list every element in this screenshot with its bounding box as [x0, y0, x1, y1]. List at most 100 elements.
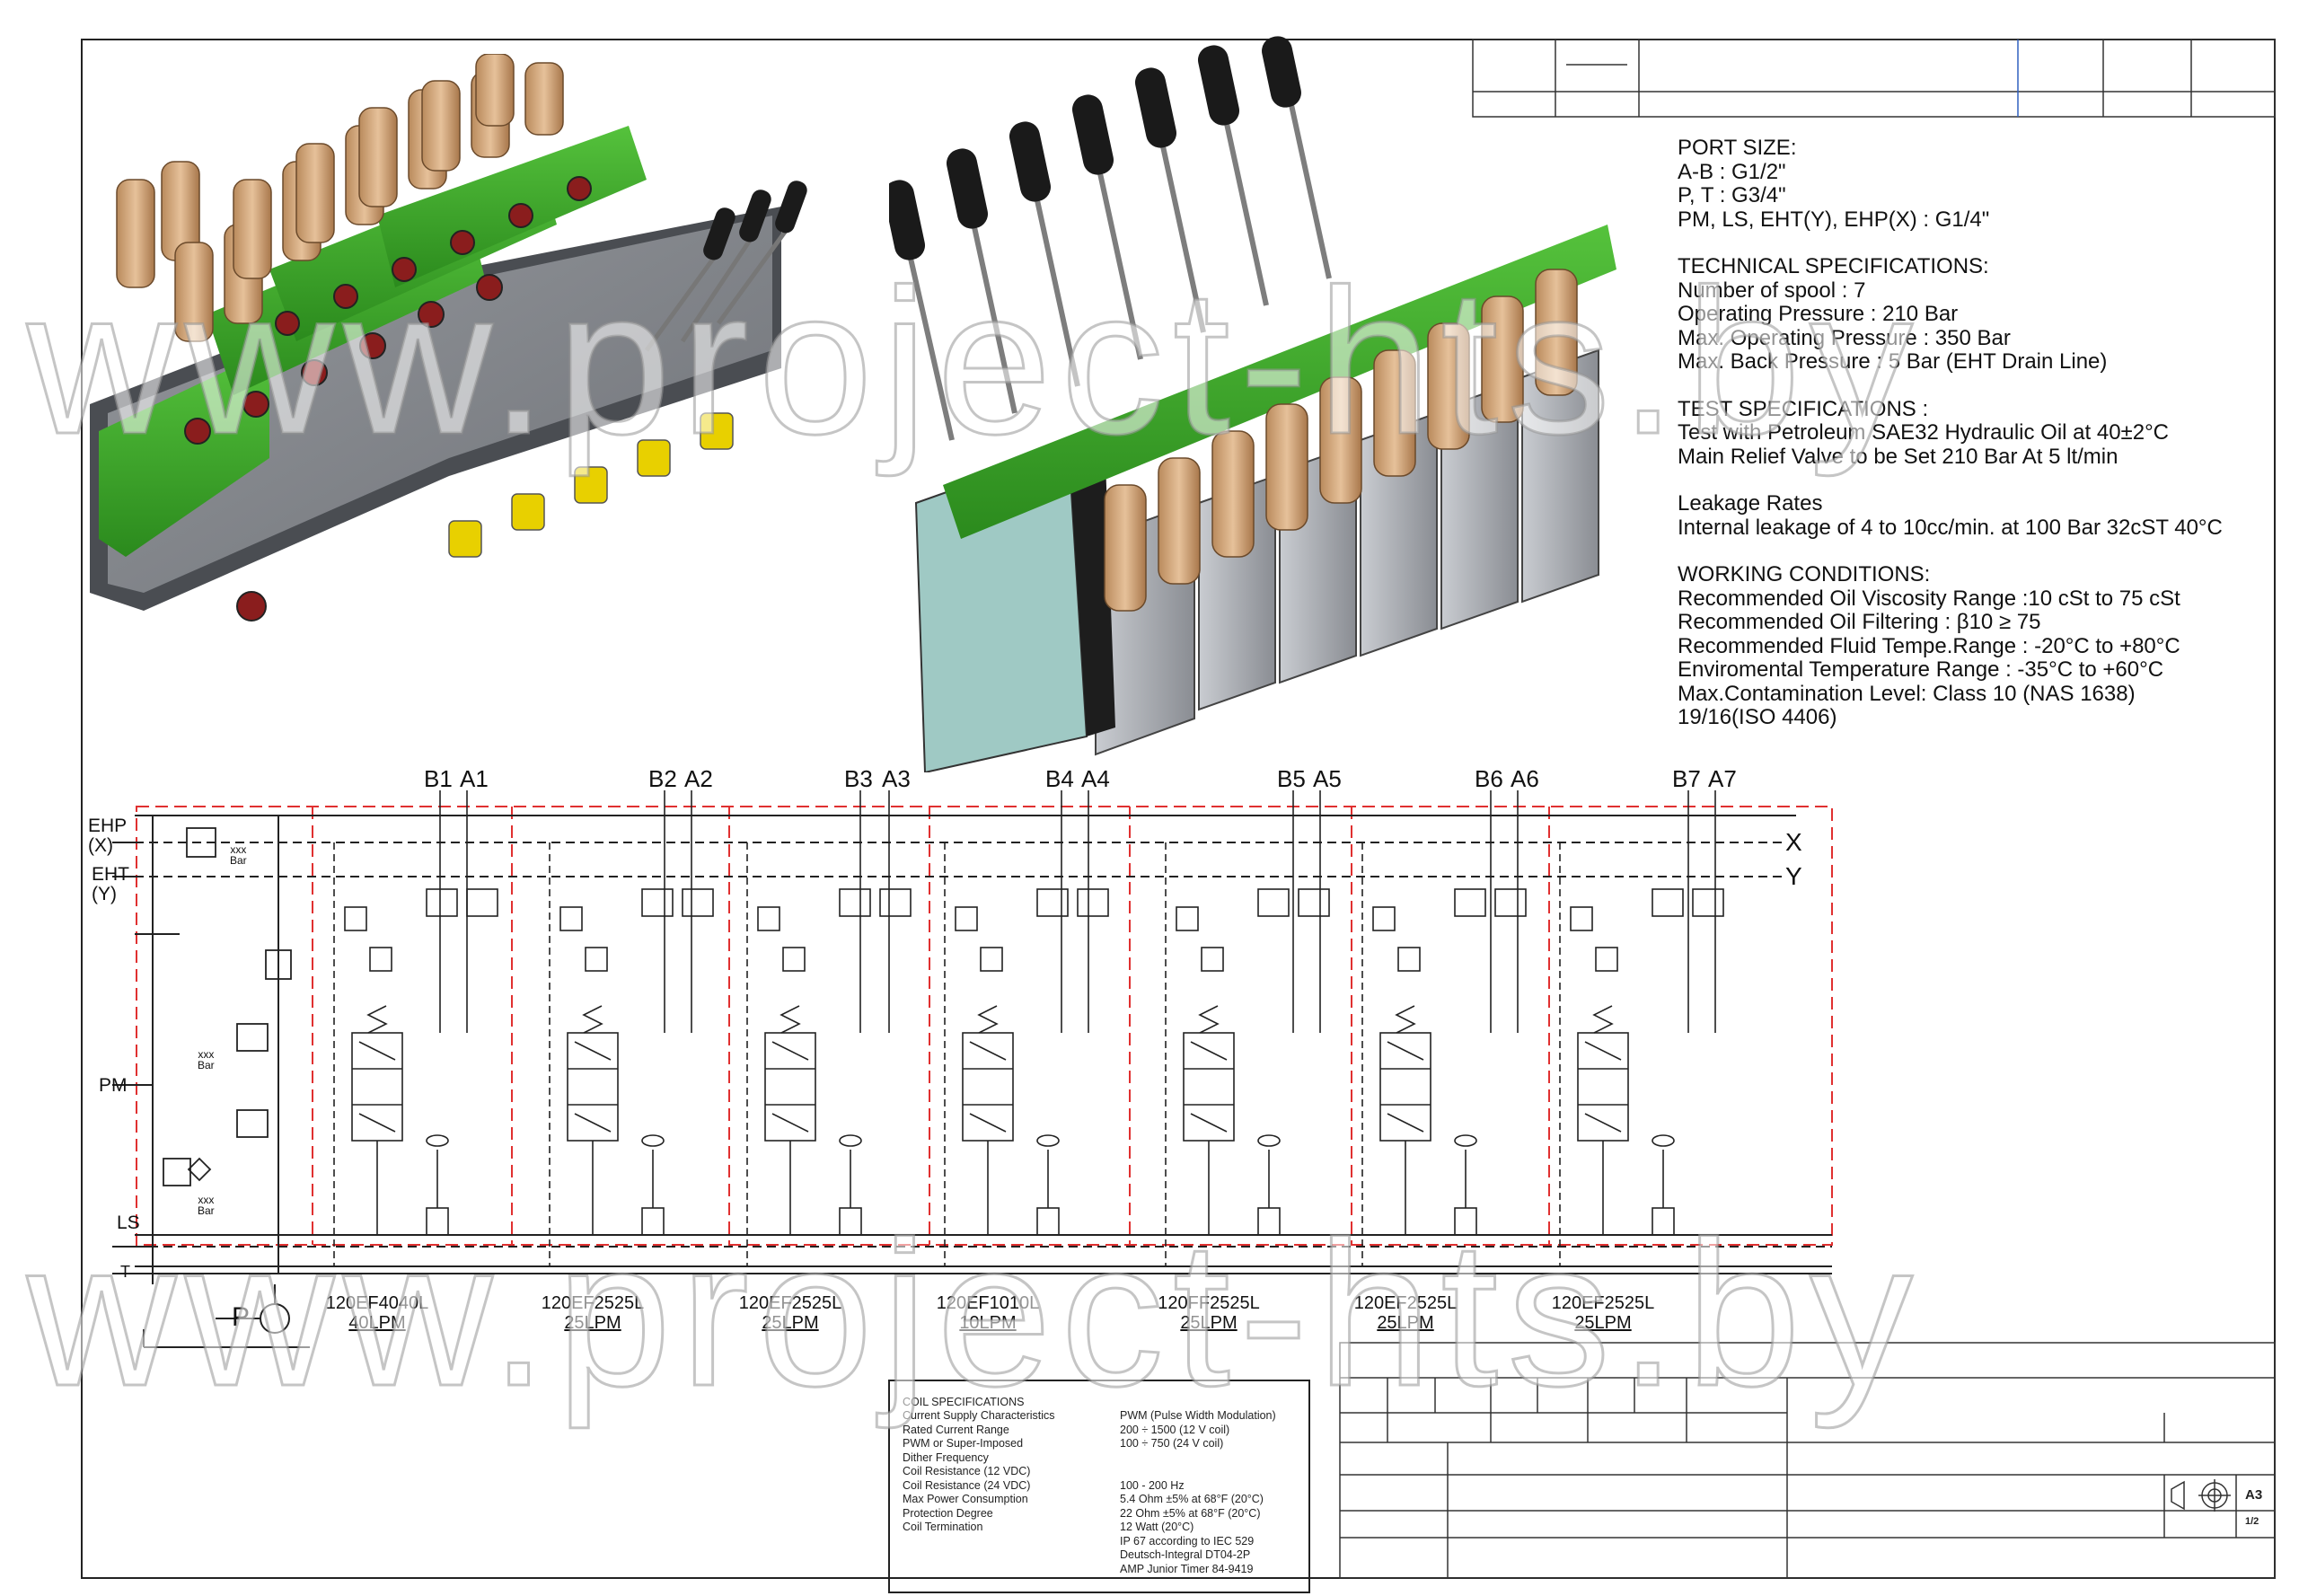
working-line: Max.Contamination Level: Class 10 (NAS 1…	[1678, 681, 2136, 706]
shuttle	[1652, 1134, 1675, 1147]
section-flow-label: 25LPM	[564, 1313, 621, 1333]
valve-sections-layer	[333, 790, 1724, 1266]
working-line: Recommended Oil Filtering : β10 ≥ 75	[1678, 610, 2041, 634]
port-relief-valve	[426, 888, 458, 917]
flow-arrow	[1387, 1113, 1424, 1133]
spool-body	[567, 1032, 619, 1142]
coil-label: Coil Resistance (24 VDC)	[903, 1478, 1031, 1492]
coil-label: PWM or Super-Imposed	[903, 1437, 1024, 1450]
port-relief-valve	[839, 888, 871, 917]
coil-value: 100 ÷ 750 (24 V coil)	[1120, 1437, 1224, 1450]
eht-y-text: (Y)	[92, 884, 117, 904]
coil-label: Max Power Consumption	[903, 1493, 1028, 1505]
pilot-valve	[980, 947, 1003, 972]
valve-section	[549, 790, 714, 1266]
coil-label: Dither Frequency	[903, 1451, 989, 1464]
port-size-line: P, T : G3/4"	[1678, 183, 1786, 207]
pilot-valve	[369, 947, 392, 972]
bottom-title-block-grid	[1339, 1342, 2276, 1579]
technical-line: Number of spool : 7	[1678, 278, 1866, 303]
pilot-valve	[1397, 947, 1421, 972]
test-line: Main Relief Valve to be Set 210 Bar At 5…	[1678, 444, 2118, 469]
leakage-line: Internal leakage of 4 to 10cc/min. at 10…	[1678, 515, 2223, 540]
port-size-heading: PORT SIZE:	[1678, 136, 1797, 160]
pilot-valve	[955, 906, 978, 931]
pm-port-label: PM	[99, 1075, 128, 1096]
compensator	[1454, 1207, 1477, 1236]
rear-levers	[904, 71, 1332, 441]
coil-label: Rated Current Range	[903, 1423, 1009, 1436]
coil-value: PWM (Pulse Width Modulation)	[1120, 1409, 1276, 1422]
pilot-valve	[1570, 906, 1593, 931]
spring	[366, 1005, 388, 1034]
coil-labels: Current Supply Characteristics Rated Cur…	[903, 1409, 1055, 1535]
working-line: 19/16(ISO 4406)	[1678, 705, 1837, 729]
spring	[1592, 1005, 1614, 1034]
coil-label: Protection Degree	[903, 1506, 993, 1520]
coil-value	[1120, 1465, 1276, 1479]
technical-line: Operating Pressure : 210 Bar	[1678, 302, 1959, 326]
section-code-label: 120FF2525L	[1158, 1293, 1260, 1313]
pilot-valve	[1595, 947, 1618, 972]
specifications-block: PORT SIZE: A-B : G1/2" P, T : G3/4" PM, …	[1678, 136, 2288, 730]
spool-body	[1183, 1032, 1235, 1142]
pilot-valve	[757, 906, 780, 931]
coil-value: Deutsch-Integral DT04-2P	[1120, 1548, 1251, 1561]
flow-arrow	[771, 1113, 809, 1133]
sheet-number-label: 1/2	[2245, 1516, 2259, 1527]
flow-arrow	[358, 1113, 396, 1133]
valve-section	[1361, 790, 1527, 1266]
flow-arrow	[969, 1041, 1007, 1061]
port-a-label: A4	[1081, 765, 1110, 792]
coil-value: 5.4 Ohm ±5% at 68°F (20°C)	[1120, 1493, 1264, 1505]
flow-arrow	[1387, 1041, 1424, 1061]
technical-heading: TECHNICAL SPECIFICATIONS:	[1678, 254, 1989, 278]
rear-lever-handles	[889, 36, 1301, 260]
valve-section	[1165, 790, 1330, 1266]
port-relief-valve	[1692, 888, 1724, 917]
port-relief-valve	[1077, 888, 1109, 917]
main-galleries	[112, 815, 1832, 1348]
flow-arrow	[1190, 1113, 1228, 1133]
inlet-relief-valves	[163, 827, 292, 1186]
port-relief-valve	[1036, 888, 1069, 917]
section-code-label: 120EF2525L	[541, 1293, 645, 1313]
working-heading: WORKING CONDITIONS:	[1678, 562, 1931, 586]
xxx-text: xxx	[230, 843, 247, 856]
levers	[644, 223, 793, 352]
compensator	[839, 1207, 862, 1236]
flow-arrow	[1190, 1041, 1228, 1061]
valve-section	[1559, 790, 1724, 1266]
coil-title: COIL SPECIFICATIONS	[903, 1396, 1025, 1408]
bar-text: Bar	[230, 854, 247, 867]
x-port-label: X	[1785, 828, 1802, 856]
xxx-text: xxx	[198, 1048, 215, 1061]
projection-symbol	[2171, 1479, 2231, 1512]
p-port-label: P	[232, 1302, 251, 1332]
coil-label: Coil Termination	[903, 1521, 983, 1533]
spool-body	[351, 1032, 403, 1142]
coil-values: PWM (Pulse Width Modulation) 200 ÷ 1500 …	[1120, 1409, 1276, 1576]
section-code-label: 120EF2525L	[1353, 1293, 1458, 1313]
flow-arrow	[1584, 1041, 1622, 1061]
section-flow-label: 10LPM	[959, 1313, 1017, 1333]
coil-value	[1120, 1451, 1276, 1466]
working-line: Recommended Oil Viscosity Range :10 cSt …	[1678, 586, 2180, 611]
port-a-label: A2	[684, 765, 713, 792]
xxx-text: xxx	[198, 1194, 215, 1206]
spring	[977, 1005, 999, 1034]
section-code-label: 120EF2525L	[738, 1293, 842, 1313]
pilot-valve	[1372, 906, 1396, 931]
port-b-label: B1	[424, 765, 453, 792]
port-b-label: B2	[648, 765, 677, 792]
flow-arrow	[1584, 1113, 1622, 1133]
shuttle	[839, 1134, 862, 1147]
port-relief-valve	[1257, 888, 1290, 917]
pilot-valve	[1176, 906, 1199, 931]
section-code-label: 120EF4040L	[325, 1293, 429, 1313]
test-line: Test with Petroleum SAE32 Hydraulic Oil …	[1678, 420, 2169, 445]
port-a-label: A3	[882, 765, 911, 792]
